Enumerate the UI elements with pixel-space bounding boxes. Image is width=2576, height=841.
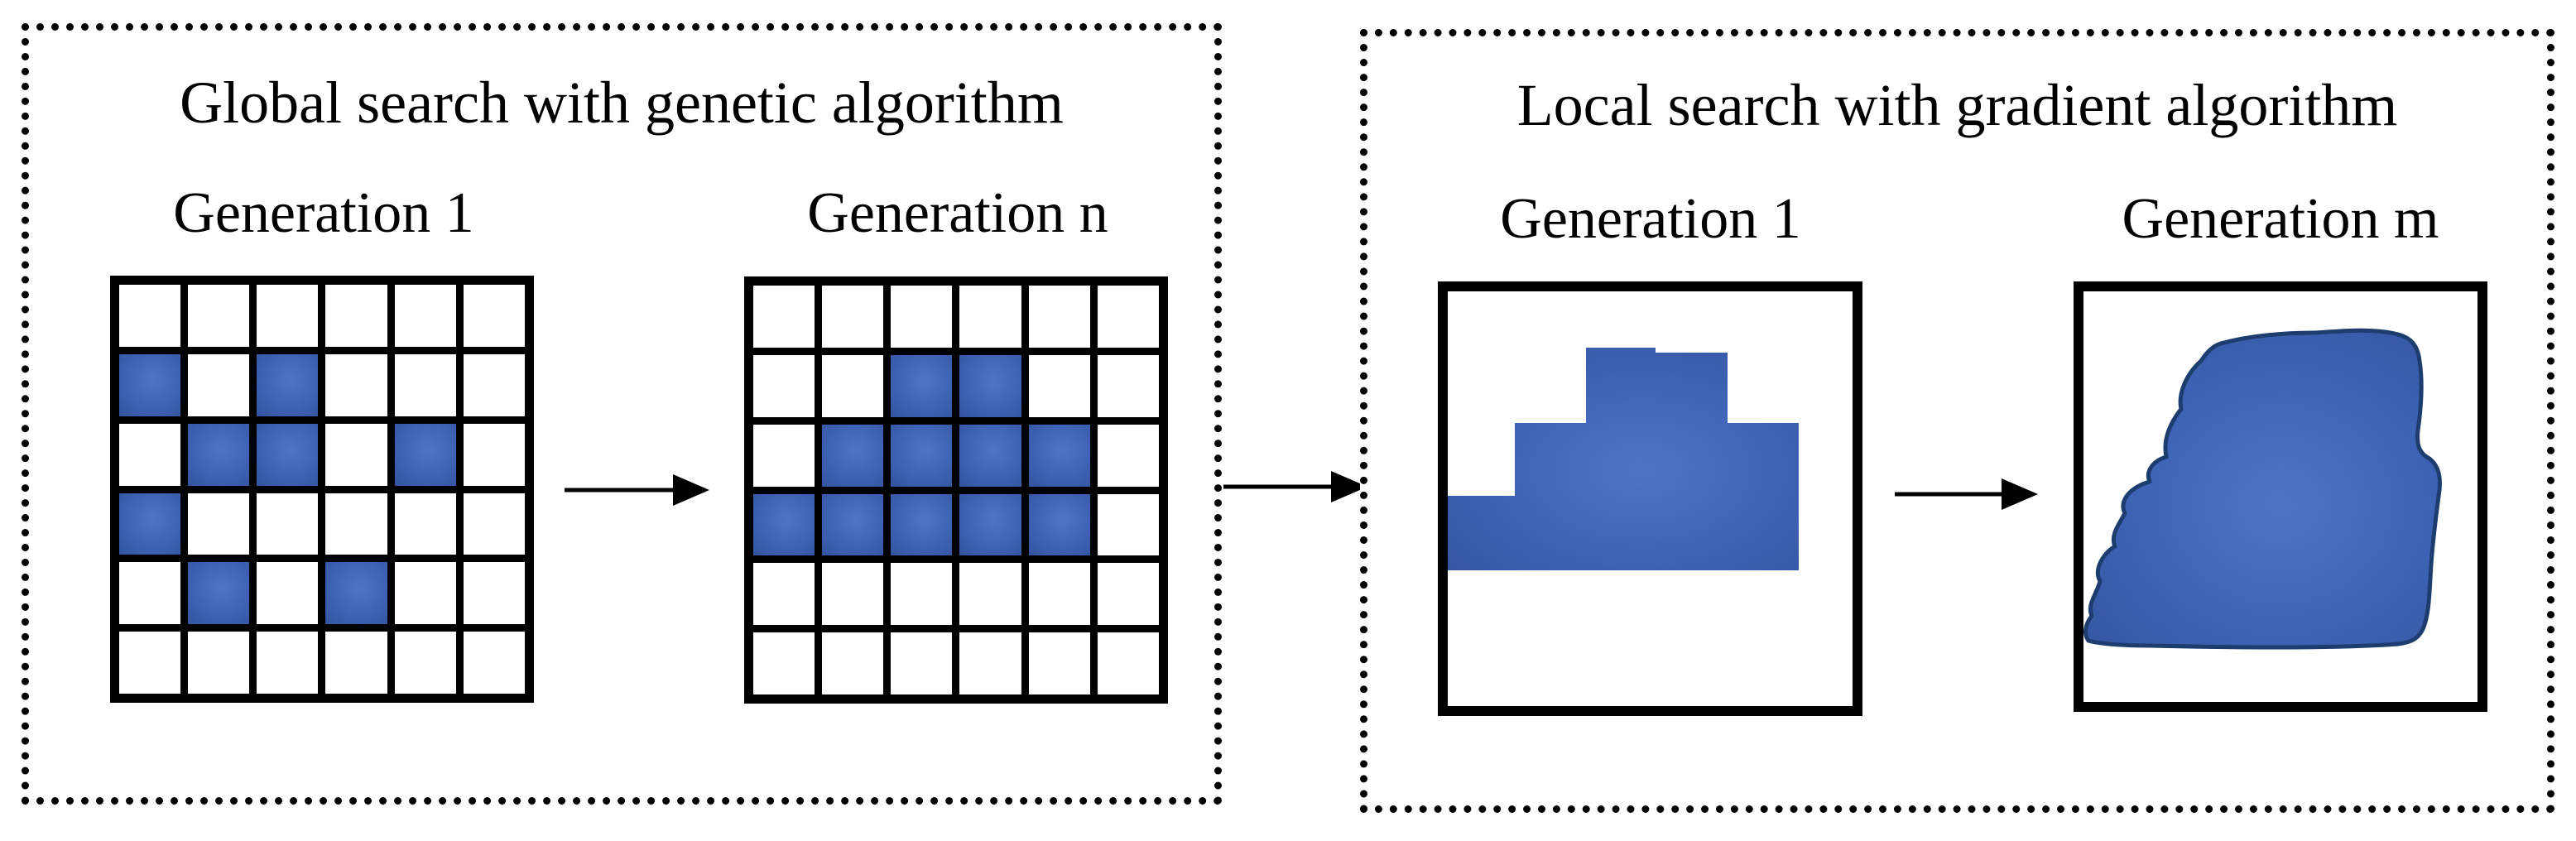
arrow-global-to-local: [1222, 462, 1369, 512]
arrow-generation1-to-m: [1893, 469, 2040, 519]
label-generation-n-global: Generation n: [807, 181, 1108, 245]
grid-cell: [959, 286, 1021, 348]
grid-cell-filled: [891, 354, 953, 417]
grid-cell: [325, 353, 387, 416]
arrow-head: [673, 474, 709, 506]
grid-cell-filled: [188, 562, 250, 625]
label-generation-1-global: Generation 1: [173, 181, 474, 245]
grid-cell: [257, 493, 319, 555]
grid-cell-filled: [188, 423, 250, 486]
grid-cell-filled: [1028, 424, 1090, 487]
grid-cell-filled: [257, 353, 319, 416]
grid-cell: [188, 285, 250, 347]
grid-cell-filled: [1028, 493, 1090, 556]
grid-cell: [1028, 354, 1090, 417]
grid-cell-filled: [394, 423, 456, 486]
grid-cell-filled: [891, 424, 953, 487]
grid-cell: [463, 285, 525, 347]
grid-cell: [1097, 563, 1159, 626]
grid-cell: [394, 353, 456, 416]
arrow-head: [1331, 471, 1367, 502]
global-search-title: Global search with genetic algorithm: [180, 70, 1064, 136]
grid-cell: [1097, 286, 1159, 348]
blob-shape-svg: [2083, 328, 2442, 650]
grid-cell: [822, 632, 884, 694]
grid-cell: [119, 285, 181, 347]
grid-cell: [1097, 632, 1159, 694]
grid-cell-filled: [959, 424, 1021, 487]
grid-cell: [394, 562, 456, 625]
grid-cell: [822, 354, 884, 417]
arrow-generation1-to-n: [563, 465, 712, 515]
generation-1-local-box: [1438, 281, 1862, 716]
grid-cell: [753, 354, 815, 417]
grid-cell-filled: [891, 493, 953, 556]
grid-cell: [188, 353, 250, 416]
grid-cell-filled: [822, 424, 884, 487]
grid-cell: [463, 423, 525, 486]
grid-cell-filled: [822, 493, 884, 556]
grid-cell: [1097, 493, 1159, 556]
grid-cell: [959, 632, 1021, 694]
grid-cell: [1097, 354, 1159, 417]
right-arrow-icon: [565, 474, 709, 506]
grid-cell: [463, 562, 525, 625]
right-arrow-icon: [1895, 478, 2038, 510]
grid-cell: [463, 353, 525, 416]
local-search-title: Local search with gradient algorithm: [1516, 72, 2398, 138]
grid-cell: [394, 285, 456, 347]
grid-cell-filled: [959, 354, 1021, 417]
grid-cell: [959, 563, 1021, 626]
grid-cell: [188, 493, 250, 555]
smooth-blob-shape: [2083, 328, 2442, 650]
grid-cell: [1097, 424, 1159, 487]
grid-cell: [325, 285, 387, 347]
grid-cell: [188, 632, 250, 694]
grid-cell: [822, 286, 884, 348]
grid-cell: [1028, 632, 1090, 694]
grid-cell: [1028, 286, 1090, 348]
grid-cell-filled: [119, 353, 181, 416]
grid-cell: [753, 563, 815, 626]
global-search-panel: Global search with genetic algorithm Gen…: [22, 23, 1222, 805]
grid-cell: [257, 632, 319, 694]
grid-cell: [325, 632, 387, 694]
generation-1-grid: [110, 276, 534, 703]
grid-cell-filled: [959, 493, 1021, 556]
label-generation-m-local: Generation m: [2122, 187, 2439, 251]
grid-cell: [822, 563, 884, 626]
grid-cell: [891, 563, 953, 626]
grid-cell: [463, 632, 525, 694]
grid-cell: [753, 632, 815, 694]
grid-cell: [463, 493, 525, 555]
grid-cell: [753, 424, 815, 487]
grid-cell-filled: [257, 423, 319, 486]
grid-cell: [257, 285, 319, 347]
grid-cell: [1028, 563, 1090, 626]
generation-m-local-box: [2074, 281, 2487, 712]
grid-cell: [257, 562, 319, 625]
label-generation-1-local: Generation 1: [1500, 187, 1801, 251]
grid-cell: [891, 286, 953, 348]
staircase-shape-svg: [1448, 348, 1799, 570]
staircase-shape: [1448, 348, 1799, 570]
grid-cell: [394, 632, 456, 694]
grid-cell-filled: [753, 493, 815, 556]
grid-cell: [753, 286, 815, 348]
right-arrow-icon: [1223, 471, 1367, 502]
arrow-head: [2002, 478, 2038, 510]
grid-cell: [891, 632, 953, 694]
grid-cell: [394, 493, 456, 555]
generation-n-grid: [744, 276, 1168, 704]
grid-cell-filled: [119, 493, 181, 555]
grid-cell: [119, 423, 181, 486]
local-search-panel: Local search with gradient algorithm Gen…: [1360, 29, 2554, 813]
grid-cell: [325, 423, 387, 486]
grid-cell: [119, 562, 181, 625]
grid-cell-filled: [325, 562, 387, 625]
grid-cell: [325, 493, 387, 555]
grid-cell: [119, 632, 181, 694]
